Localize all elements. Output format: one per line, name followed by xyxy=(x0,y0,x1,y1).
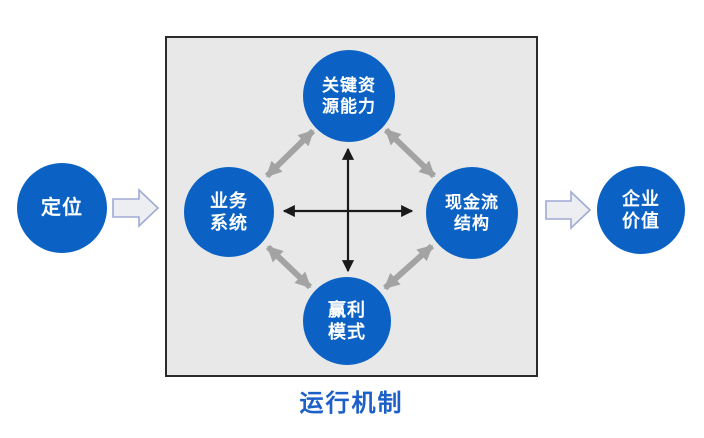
flow-arrow-positioning-to-box xyxy=(112,188,160,228)
node-business-system-label: 业务 系统 xyxy=(210,190,248,234)
node-business-system: 业务 系统 xyxy=(184,167,274,257)
diagram-title: 运行机制 xyxy=(299,390,404,417)
node-cash-flow-label: 现金流 结构 xyxy=(445,192,499,233)
flow-arrow-box-to-value xyxy=(545,190,592,230)
node-positioning-label: 定位 xyxy=(41,196,83,219)
node-key-resources-label: 关键资 源能力 xyxy=(322,75,376,116)
node-profit-model-label: 赢利 模式 xyxy=(328,299,366,343)
node-enterprise-value-label: 企业 价值 xyxy=(622,188,660,232)
node-positioning: 定位 xyxy=(17,163,107,253)
node-enterprise-value: 企业 价值 xyxy=(597,166,685,254)
node-cash-flow: 现金流 结构 xyxy=(426,167,518,259)
node-profit-model: 赢利 模式 xyxy=(303,277,391,365)
node-key-resources: 关键资 源能力 xyxy=(303,50,395,142)
